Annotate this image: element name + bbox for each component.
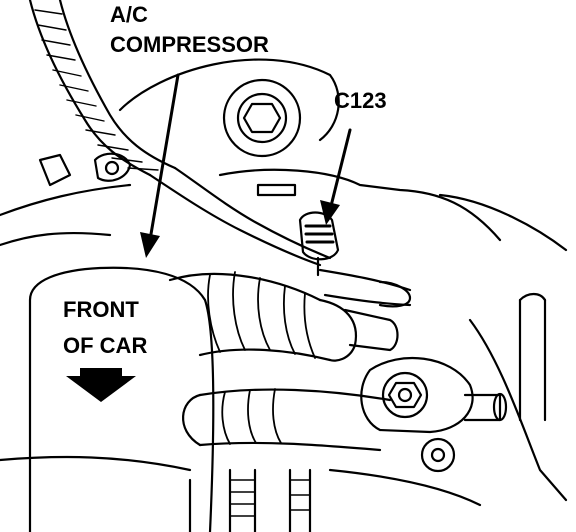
hose-fitting — [378, 280, 412, 308]
upper-housing — [218, 168, 502, 242]
right-lower-housing — [468, 318, 568, 502]
connector-label: C123 — [334, 88, 387, 113]
lower-bolt — [420, 437, 456, 473]
mount-bolt — [222, 78, 302, 158]
lower-hose-bottom — [198, 441, 382, 452]
front-label-line1: FRONT — [63, 297, 139, 322]
hose-right-bottom — [323, 293, 412, 307]
compressor-label-line2: COMPRESSOR — [110, 32, 269, 57]
lower-hose-top — [198, 388, 392, 402]
hose-right-top — [318, 268, 412, 292]
wire-lead-1 — [148, 173, 322, 267]
compressor-mount-outline — [118, 58, 340, 142]
wiring-harness-outer-right — [58, 0, 177, 170]
side-bolt-stud — [463, 392, 508, 422]
main-hose-bottom — [198, 348, 332, 362]
bottom-base — [328, 468, 482, 507]
lower-hose-ribs — [221, 388, 282, 445]
lower-left-edge — [0, 455, 192, 472]
front-direction-arrow — [66, 368, 136, 402]
harness-clip — [38, 152, 132, 187]
front-of-car-panel — [28, 266, 215, 532]
lower-hose-bend — [182, 393, 202, 447]
hose-end-fitting — [318, 298, 358, 362]
hose-coupling — [343, 308, 399, 352]
left-body-lower — [0, 231, 112, 247]
bottom-pipe-ribs — [229, 479, 311, 517]
housing-tab — [256, 183, 297, 197]
main-hose-ribs — [207, 271, 316, 359]
compressor-arrowhead — [140, 232, 160, 258]
right-housing — [438, 193, 568, 252]
compressor-leader-arrow — [148, 73, 180, 242]
bracket-bolt — [360, 356, 474, 434]
c123-arrowhead — [320, 200, 340, 225]
compressor-label-line1: A/C — [110, 2, 148, 27]
front-label-line2: OF CAR — [63, 333, 147, 358]
wire-lead-2 — [173, 166, 332, 260]
left-body — [0, 183, 132, 217]
right-edge-top — [518, 292, 547, 302]
c123-connector — [298, 211, 340, 277]
c123-leader-arrow — [328, 128, 352, 212]
